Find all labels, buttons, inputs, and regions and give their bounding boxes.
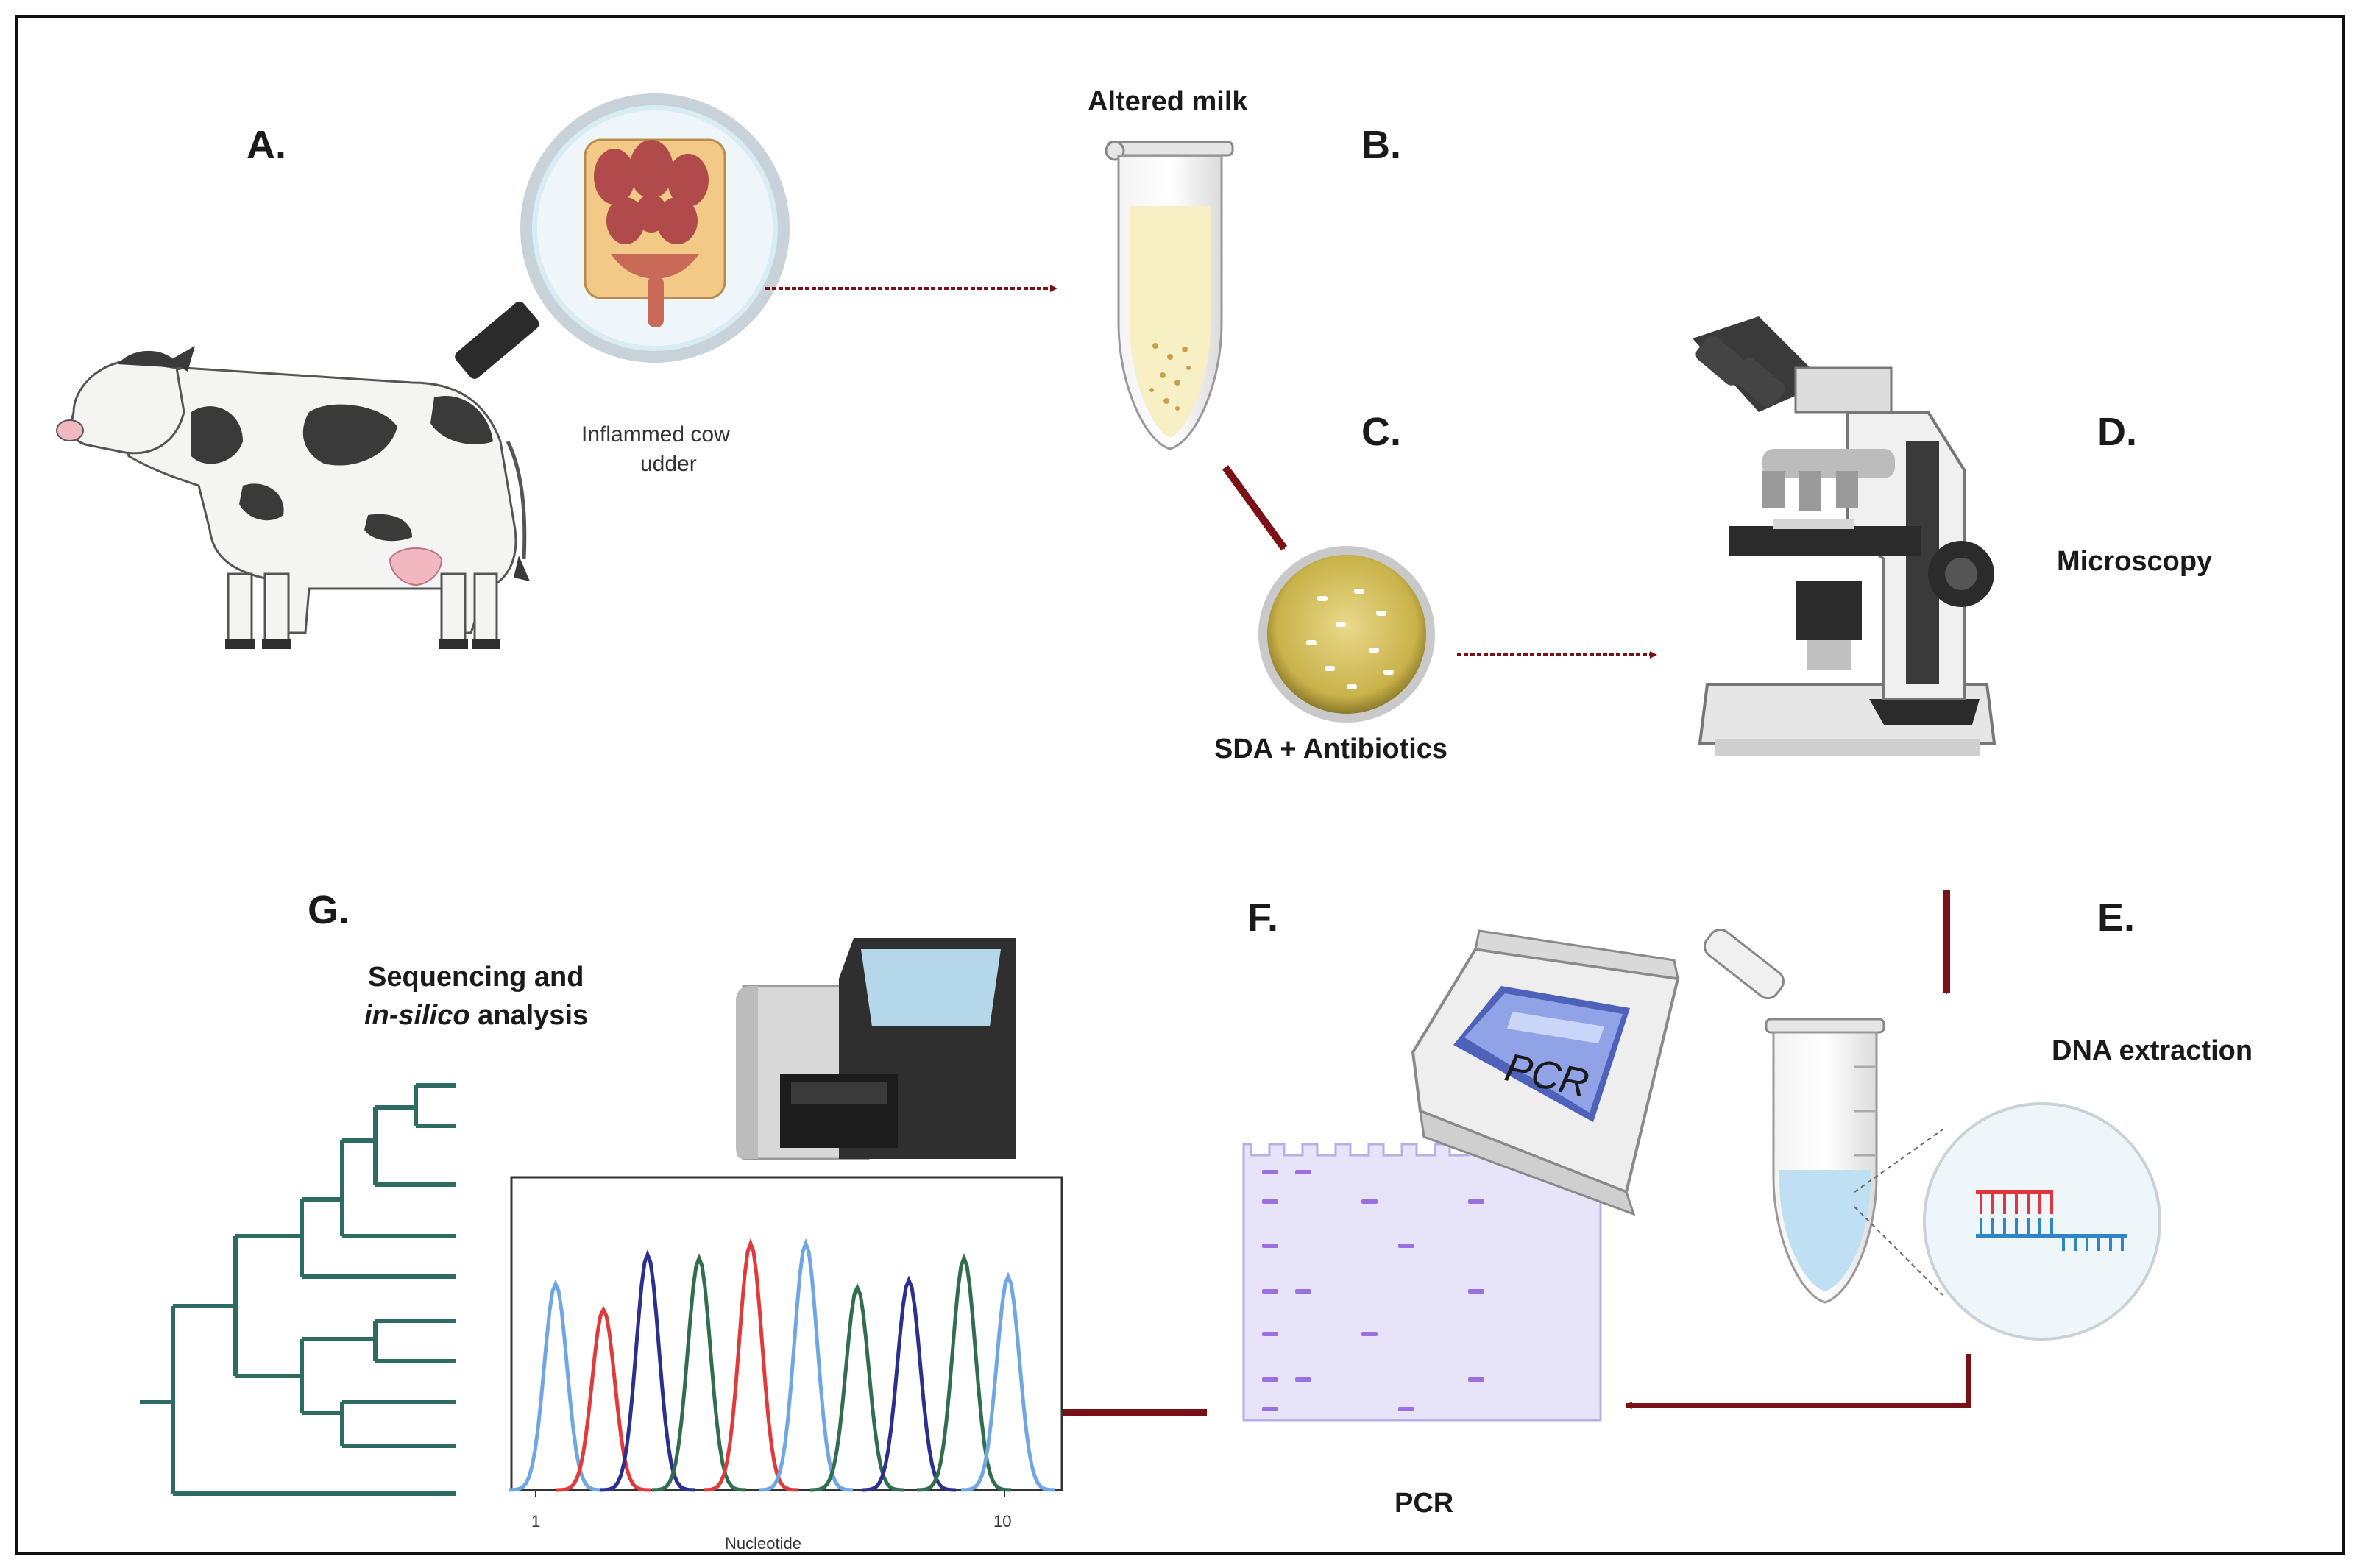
step-label-a: A.: [247, 123, 286, 167]
x-tick-1: 1: [531, 1512, 540, 1530]
caption-pcr: PCR: [1395, 1488, 1453, 1519]
x-tick-10: 10: [993, 1512, 1011, 1530]
chromatogram-peak-6: [758, 1238, 854, 1492]
dna-tube-icon: [1703, 928, 1885, 1304]
chromatogram-peak-3: [600, 1249, 695, 1492]
arrow-milk-to-culture: [1222, 465, 1288, 550]
step-label-d: D.: [2097, 410, 2137, 454]
petri-dish-icon: [1258, 546, 1435, 723]
chromatogram-peak-9: [916, 1252, 1012, 1492]
step-label-b: B.: [1361, 123, 1401, 167]
step-label-f: F.: [1247, 895, 1278, 940]
step-label-g: G.: [308, 888, 350, 932]
caption-altered-milk: Altered milk: [1088, 86, 1248, 117]
chromatogram-peak-7: [809, 1283, 905, 1492]
milk-tube-icon: [1105, 141, 1234, 450]
caption-dna-extraction: DNA extraction: [2052, 1035, 2253, 1066]
step-label-e: E.: [2097, 895, 2135, 940]
figure-border: [15, 15, 2345, 1555]
chromatogram-plot: 1 10 Nucleotide: [508, 1176, 1063, 1553]
caption-sda-antibiotics: SDA + Antibiotics: [1214, 734, 1447, 765]
chromatogram-peak-8: [861, 1275, 957, 1492]
caption-analysis: analysis: [470, 1000, 589, 1031]
caption-inflamed-udder: Inflammed cow: [581, 422, 730, 447]
caption-microscopy: Microscopy: [2057, 546, 2212, 577]
caption-insilico: in-silico analysis: [364, 1000, 588, 1031]
arrow-dna-to-pcr: [1625, 1354, 1971, 1409]
microscope-icon: [1693, 316, 1996, 756]
caption-udder: udder: [640, 452, 697, 476]
magnifying-glass-icon: [455, 93, 790, 379]
x-axis-label: Nucleotide: [725, 1534, 801, 1553]
pcr-machine-icon: PCR: [1411, 929, 1680, 1216]
dna-magnifier-icon: [1854, 1102, 2161, 1341]
sequencer-machine-icon: [736, 938, 1016, 1160]
chromatogram-peak-10: [961, 1271, 1055, 1492]
cow-illustration: [56, 346, 530, 649]
step-label-c: C.: [1361, 410, 1401, 454]
caption-sequencing: Sequencing and: [368, 962, 584, 993]
chromatogram-peak-2: [556, 1305, 651, 1492]
caption-insilico-italic: in-silico: [364, 1000, 470, 1031]
gel-electrophoresis: [1242, 1143, 1602, 1422]
phylogenetic-tree: [140, 1083, 456, 1496]
chromatogram-peak-5: [703, 1238, 798, 1492]
chromatogram-peak-1: [508, 1279, 603, 1492]
chromatogram-peak-4: [651, 1252, 747, 1492]
